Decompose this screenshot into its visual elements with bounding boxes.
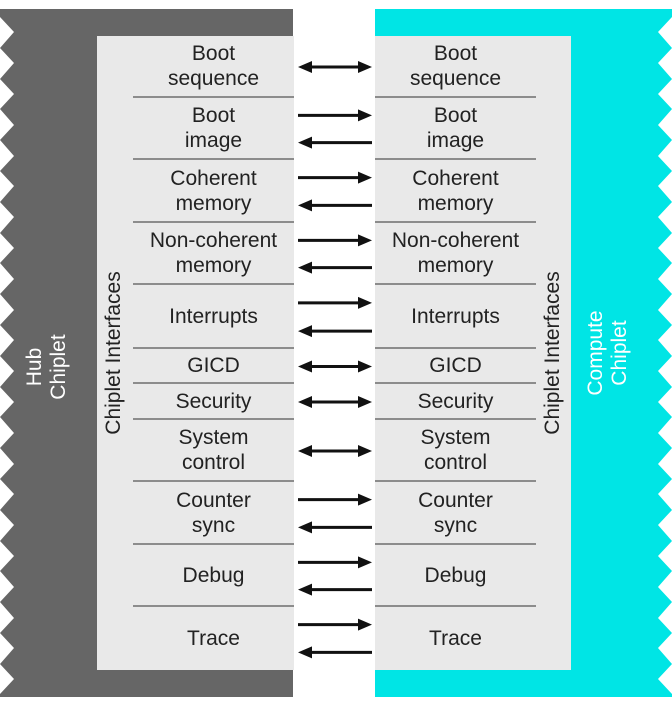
- hub-interface-label: Security: [175, 389, 252, 413]
- compute-interface-label: Boot sequence: [409, 42, 502, 90]
- compute-interface-row: Debug: [375, 545, 536, 607]
- compute-interface-label: Interrupts: [411, 304, 500, 328]
- compute-interface-label: Trace: [429, 627, 482, 650]
- compute-interface-row: Non-coherent memory: [375, 223, 536, 285]
- hub-interface-label: Non-coherent memory: [149, 229, 278, 277]
- hub-interface-label: Boot image: [184, 104, 243, 152]
- hub-interface-label: Coherent memory: [170, 166, 257, 215]
- hub-interface-label: GICD: [187, 354, 240, 377]
- arrow-left: [298, 521, 372, 534]
- arrow-left: [298, 583, 372, 596]
- compute-interface-label: Counter sync: [418, 488, 493, 537]
- hub-interface-panel: [97, 36, 294, 670]
- hub-interface-label: Counter sync: [176, 488, 251, 537]
- compute-interface-panel: [375, 36, 571, 670]
- arrow-right: [298, 234, 372, 247]
- arrow-left: [298, 261, 372, 274]
- hub-interface-label: Debug: [182, 563, 245, 587]
- arrow-left: [298, 325, 372, 338]
- hub-interface-row: Trace: [133, 607, 294, 670]
- compute-interface-label: Boot image: [426, 104, 485, 152]
- hub-interface-row: Boot image: [133, 98, 294, 160]
- hub-interface-row: Non-coherent memory: [133, 223, 294, 285]
- arrow-right: [298, 171, 372, 184]
- compute-interface-label: Non-coherent memory: [391, 229, 520, 277]
- arrow-bidirectional: [298, 445, 372, 457]
- compute-interface-row: GICD: [375, 349, 536, 384]
- compute-interface-row: Trace: [375, 607, 536, 670]
- hub-interface-label: Trace: [187, 627, 240, 650]
- compute-interface-label: Security: [417, 389, 494, 413]
- compute-interface-row: Counter sync: [375, 482, 536, 545]
- hub-interface-row: Counter sync: [133, 482, 294, 545]
- arrow-right: [298, 109, 372, 122]
- compute-interface-label: System control: [420, 426, 491, 474]
- hub-interface-row: GICD: [133, 349, 294, 384]
- arrow-bidirectional: [298, 360, 372, 373]
- hub-interface-label: Boot sequence: [167, 42, 260, 90]
- hub-interface-row: System control: [133, 420, 294, 482]
- compute-interface-row: Boot image: [375, 98, 536, 160]
- arrow-right: [298, 556, 372, 569]
- compute-interface-label: Coherent memory: [412, 166, 499, 215]
- arrow-right: [298, 296, 372, 309]
- hub-interface-row: Interrupts: [133, 285, 294, 349]
- compute-interface-row: Coherent memory: [375, 160, 536, 223]
- compute-interface-label: GICD: [429, 354, 482, 377]
- hub-interface-label: System control: [178, 426, 249, 474]
- arrow-left: [298, 136, 372, 149]
- arrow-bidirectional: [298, 61, 372, 73]
- hub-interface-row: Security: [133, 384, 294, 420]
- compute-interface-row: System control: [375, 420, 536, 482]
- arrow-left: [298, 199, 372, 212]
- hub-interface-row: Coherent memory: [133, 160, 294, 223]
- compute-interface-row: Interrupts: [375, 285, 536, 349]
- arrow-left: [298, 646, 372, 659]
- arrow-right: [298, 493, 372, 506]
- hub-interface-row: Debug: [133, 545, 294, 607]
- compute-interface-row: Security: [375, 384, 536, 420]
- arrow-bidirectional: [298, 396, 372, 408]
- hub-interface-row: Boot sequence: [133, 36, 294, 98]
- compute-interface-label: Debug: [424, 563, 487, 587]
- compute-interface-row: Boot sequence: [375, 36, 536, 98]
- arrow-right: [298, 618, 372, 631]
- hub-interface-label: Interrupts: [169, 304, 258, 328]
